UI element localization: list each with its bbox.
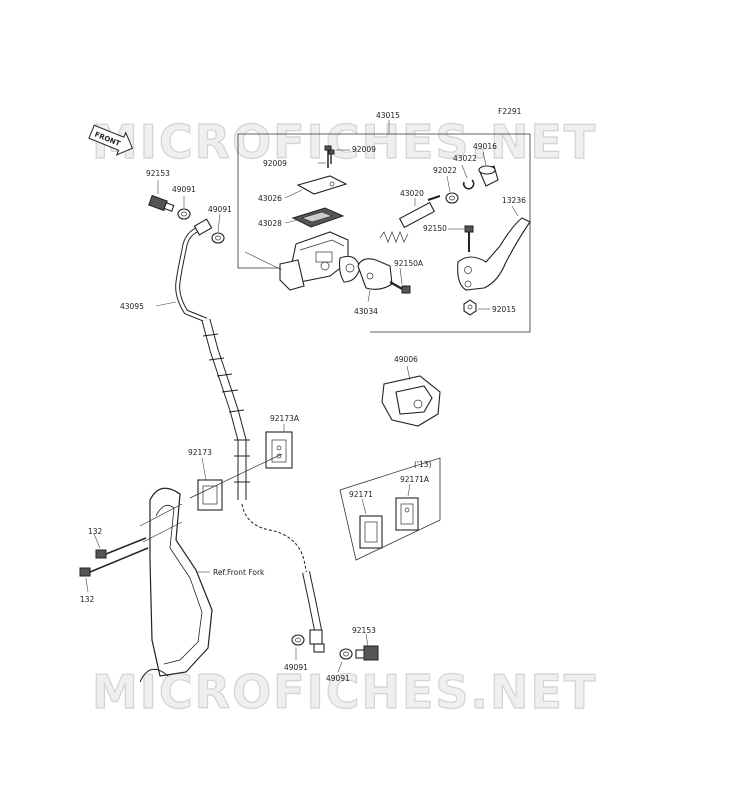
diaphragm: [291, 207, 345, 228]
callout-49091-c: 49091: [284, 663, 308, 672]
callout-92153-bottom: 92153: [352, 626, 376, 635]
screw-92009-right: [328, 149, 335, 164]
assembly-box: [237, 120, 531, 333]
master-cylinder-body: [279, 231, 361, 291]
callout-92150: 92150: [423, 224, 447, 233]
clamp-43034: [357, 258, 393, 290]
callout-43095: 43095: [120, 302, 144, 311]
front-fork: [139, 487, 213, 683]
boot-49016: [478, 165, 499, 187]
variant-label: ('13): [414, 460, 432, 469]
callout-49091-b: 49091: [208, 205, 232, 214]
callout-43022: 43022: [453, 154, 477, 163]
hose-guard-49006: [381, 375, 441, 427]
circlip-43022: [462, 179, 475, 190]
banjo-bolt-bottom: [355, 645, 379, 661]
callout-43034: 43034: [354, 307, 378, 316]
callout-43020: 43020: [400, 189, 424, 198]
washer-49091-d: [339, 648, 353, 660]
brake-hose: [175, 218, 325, 653]
callout-92173: 92173: [188, 448, 212, 457]
bolt-92150: [464, 225, 474, 252]
watermark-top: MICROFICHES.NET: [92, 115, 597, 169]
washer-49091-c: [291, 634, 305, 646]
callout-13236: 13236: [502, 196, 526, 205]
clamp-92173a: [265, 431, 293, 469]
callout-49091-d: 49091: [326, 674, 350, 683]
bolt-132-lower: [79, 547, 149, 577]
brake-lever: [457, 217, 531, 291]
callout-92153-top: 92153: [146, 169, 170, 178]
variant-box: [339, 457, 441, 561]
callout-92171: 92171: [349, 490, 373, 499]
piston-spring: [379, 195, 441, 243]
clamp-92171: [359, 515, 383, 549]
washer-49091-b: [211, 232, 225, 244]
callout-49006: 49006: [394, 355, 418, 364]
callout-92015: 92015: [492, 305, 516, 314]
callout-49091-a: 49091: [172, 185, 196, 194]
bolt-132-upper: [95, 537, 147, 559]
banjo-bolt-top: [148, 194, 175, 212]
callout-92022: 92022: [433, 166, 457, 175]
reservoir-cap: [296, 175, 348, 195]
nut-92015: [463, 299, 477, 316]
callout-92009-b: 92009: [352, 145, 376, 154]
callout-43028: 43028: [258, 219, 282, 228]
callout-132-b: 132: [80, 595, 95, 604]
ref-front-fork-label: Ref.Front Fork: [213, 568, 265, 577]
washer-92022: [445, 192, 459, 204]
callout-92171a: 92171A: [400, 475, 430, 484]
callout-92009-a: 92009: [263, 159, 287, 168]
callout-92173a: 92173A: [270, 414, 300, 423]
screw-92009-left: [324, 145, 332, 168]
bolt-92150a: [389, 281, 411, 294]
assembly-label: 43015: [376, 111, 400, 120]
callout-132-a: 132: [88, 527, 103, 536]
callout-49016: 49016: [473, 142, 497, 151]
callout-43026: 43026: [258, 194, 282, 203]
washer-49091-a: [177, 208, 191, 220]
clamp-92171a: [395, 497, 419, 531]
clamp-92173: [189, 453, 283, 511]
figure-code: F2291: [498, 107, 522, 116]
callout-92150a: 92150A: [394, 259, 424, 268]
